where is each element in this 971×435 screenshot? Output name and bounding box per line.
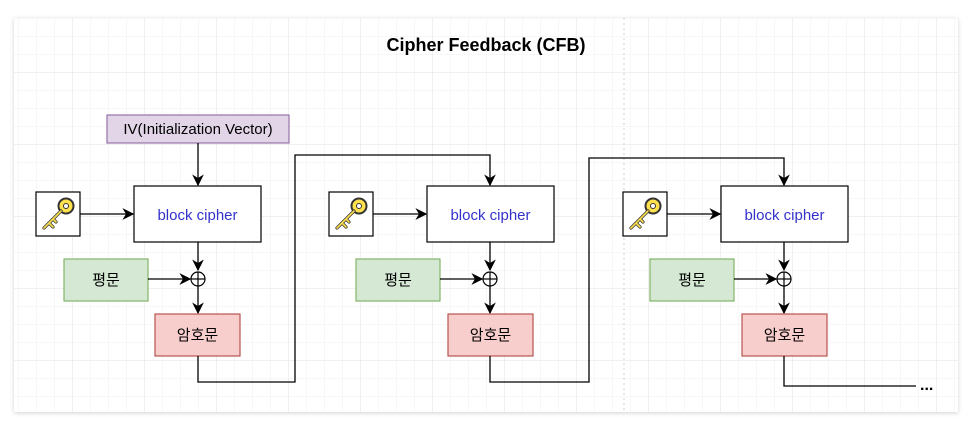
plaintext-box[interactable]: 평문 [649, 258, 735, 302]
plaintext-label: 평문 [678, 272, 706, 289]
continuation-line [783, 356, 916, 387]
plaintext-label: 평문 [384, 272, 412, 289]
stage-3: block cipher 평문 암호문 ... [622, 185, 933, 394]
plaintext-box[interactable]: 평문 [63, 258, 149, 302]
feedback-arrow [489, 157, 790, 383]
ciphertext-box[interactable]: 암호문 [741, 313, 828, 357]
block-cipher-box[interactable]: block cipher [133, 185, 262, 243]
iv-box[interactable]: IV(Initialization Vector) [106, 114, 290, 144]
block-cipher-label: block cipher [157, 207, 237, 224]
xor-icon [776, 271, 792, 287]
key-icon [35, 191, 81, 237]
iv-label: IV(Initialization Vector) [123, 121, 272, 138]
diagram-title: Cipher Feedback (CFB) [386, 35, 585, 55]
plaintext-box[interactable]: 평문 [355, 258, 441, 302]
block-cipher-label: block cipher [744, 207, 824, 224]
block-cipher-box[interactable]: block cipher [720, 185, 849, 243]
plaintext-label: 평문 [92, 272, 120, 289]
feedback-arrow [197, 154, 496, 383]
key-icon [622, 191, 668, 237]
ciphertext-label: 암호문 [470, 327, 512, 344]
key-icon [328, 191, 374, 237]
xor-icon [482, 271, 498, 287]
stage-1: block cipher 평문 암호문 [35, 154, 496, 383]
block-cipher-box[interactable]: block cipher [426, 185, 555, 243]
stage-2: block cipher 평문 암호문 [328, 157, 790, 383]
xor-icon [190, 271, 206, 287]
ciphertext-label: 암호문 [177, 327, 219, 344]
ciphertext-box[interactable]: 암호문 [154, 313, 241, 357]
continuation-ellipsis: ... [920, 377, 933, 394]
block-cipher-label: block cipher [450, 207, 530, 224]
ciphertext-label: 암호문 [764, 327, 806, 344]
ciphertext-box[interactable]: 암호문 [447, 313, 534, 357]
